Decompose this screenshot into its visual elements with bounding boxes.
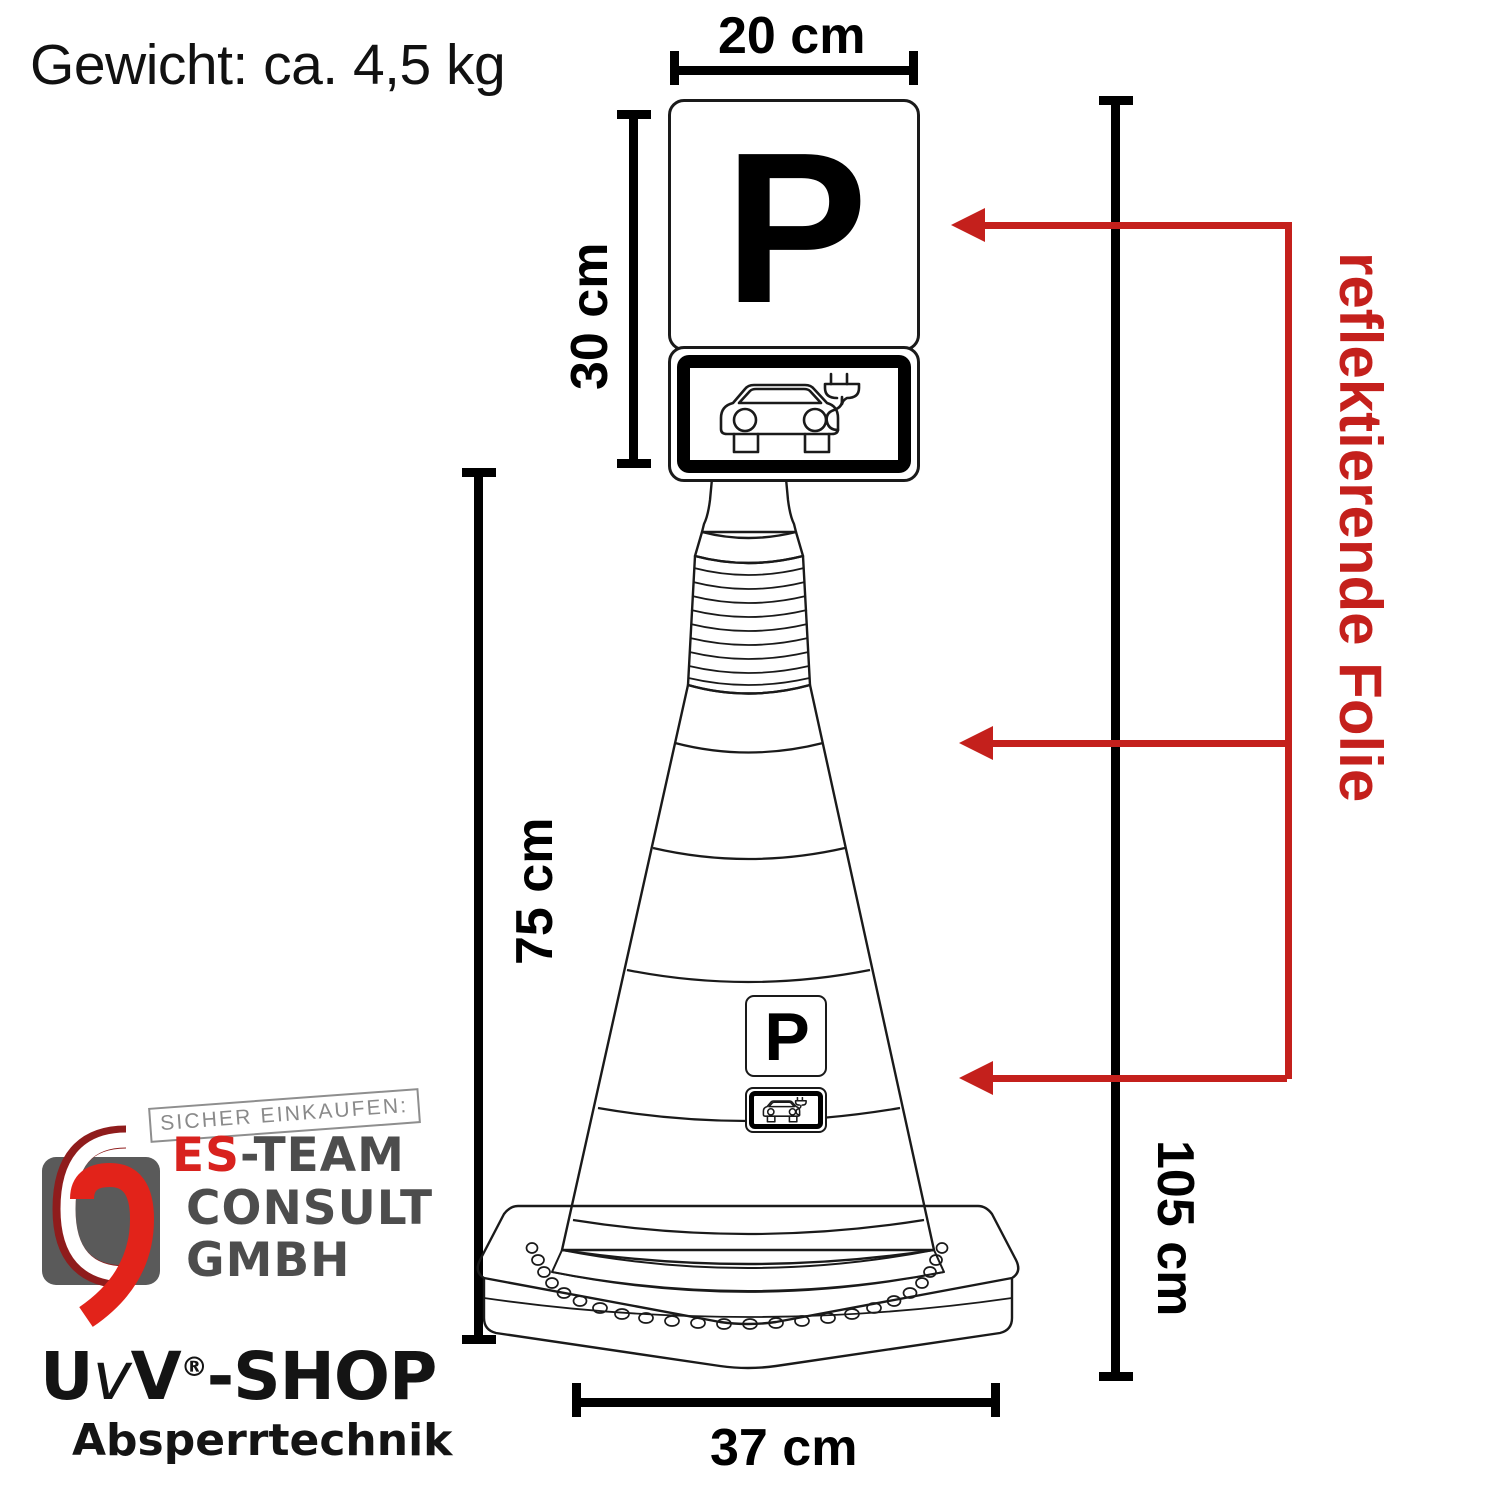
parking-sign-letter: P — [724, 106, 867, 348]
weight-label: Gewicht: ca. 4,5 kg — [30, 33, 506, 97]
uvv-v-lower: v — [92, 1338, 132, 1415]
dimension-tick-cone-bottom — [462, 1335, 496, 1344]
reflective-arrow-line-bottom — [993, 1075, 1287, 1082]
dimension-label-base-width: 37 cm — [710, 1419, 858, 1477]
dimension-line-cone-height — [474, 468, 483, 1344]
reflective-bracket-line — [1285, 222, 1292, 1079]
company-name-es: ES — [172, 1128, 240, 1183]
shop-tagline: Absperrtechnik — [72, 1415, 453, 1466]
company-name-team: -TEAM — [239, 1128, 405, 1183]
registered-trademark-icon: ® — [180, 1352, 208, 1383]
company-name-line-2: CONSULT — [186, 1180, 434, 1236]
dimension-tick-bottom — [617, 459, 651, 468]
dimension-label-total-height: 105 cm — [1146, 1140, 1204, 1317]
company-name-line-3: GMBH — [186, 1233, 351, 1289]
reflective-arrowhead-bottom — [959, 1061, 993, 1095]
electric-car-with-plug-icon — [719, 372, 861, 454]
company-name-line-1: ES-TEAM — [172, 1128, 433, 1183]
reflective-arrow-line-middle — [993, 740, 1287, 747]
reflective-foil-label: reflektierende Folie — [1327, 252, 1394, 803]
dimension-line-base-width — [572, 1398, 1000, 1407]
cone-sticker-bottom-inner — [749, 1091, 823, 1129]
dimension-line-sign-height — [629, 110, 638, 468]
company-name-block: ES-TEAM CONSULT GMBH — [172, 1128, 434, 1289]
parking-sign-bottom-inner — [677, 355, 911, 473]
cone-sticker-letter: P — [764, 998, 809, 1075]
dimension-label-sign-width: 20 cm — [718, 7, 866, 65]
base-dimple-ring — [525, 1242, 949, 1330]
parking-sign-bottom-panel — [668, 346, 920, 482]
cone-sticker-top-panel: P — [745, 995, 827, 1077]
reflective-arrowhead-middle — [959, 726, 993, 760]
uvv-shop-suffix: -SHOP — [206, 1338, 438, 1415]
cone-parking-sticker: P — [745, 995, 827, 1140]
dimension-tick-base-left — [572, 1383, 581, 1417]
es-team-logo-mark — [42, 1125, 160, 1327]
dimension-line-sign-width — [670, 66, 918, 75]
uvv-u: U — [40, 1338, 94, 1415]
cone-sticker-bottom-panel — [745, 1087, 827, 1133]
dimension-tick-cone-top — [462, 468, 496, 477]
parking-sign-top-panel: P — [668, 99, 920, 351]
cone-sticker-electric-car-icon — [762, 1097, 807, 1123]
company-logo: SICHER EINKAUFEN: ES-TEAM CONSULT GMBH U… — [34, 1088, 464, 1485]
dimension-line-total-height — [1111, 96, 1120, 1381]
reflective-arrowhead-top — [951, 208, 985, 242]
reflective-arrow-line-top — [985, 222, 1287, 229]
dimension-tick-left — [670, 51, 679, 85]
parking-sign: P — [668, 99, 920, 489]
uvv-v-upper: V — [130, 1338, 182, 1415]
traffic-cone-drawing — [476, 466, 1020, 1370]
dimension-tick-right — [909, 51, 918, 85]
dimension-label-sign-height: 30 cm — [561, 242, 619, 390]
dimension-tick-total-bottom — [1099, 1372, 1133, 1381]
dimension-tick-top — [617, 110, 651, 119]
dimension-tick-base-right — [991, 1383, 1000, 1417]
dimension-tick-total-top — [1099, 96, 1133, 105]
uvv-shop-wordmark: UvV®-SHOP — [40, 1338, 438, 1415]
